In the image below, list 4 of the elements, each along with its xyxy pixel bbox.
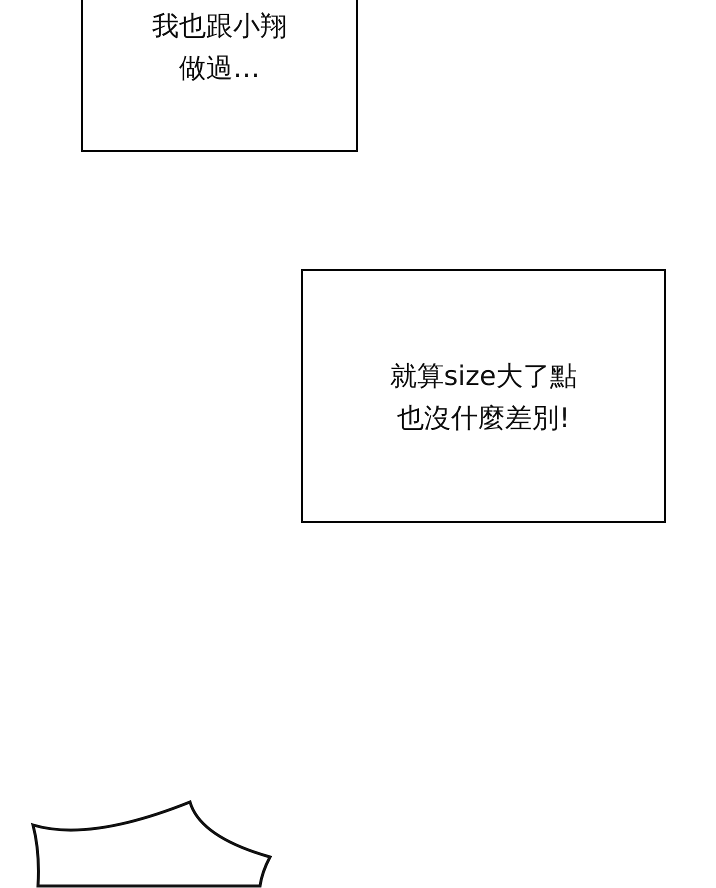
- caption-box: [81, 0, 358, 152]
- caption-text: 我也跟小翔做過…: [151, 10, 288, 86]
- caption-box: [301, 269, 666, 523]
- caption-text: 就算size大了點也沒什麼差別!: [388, 360, 578, 436]
